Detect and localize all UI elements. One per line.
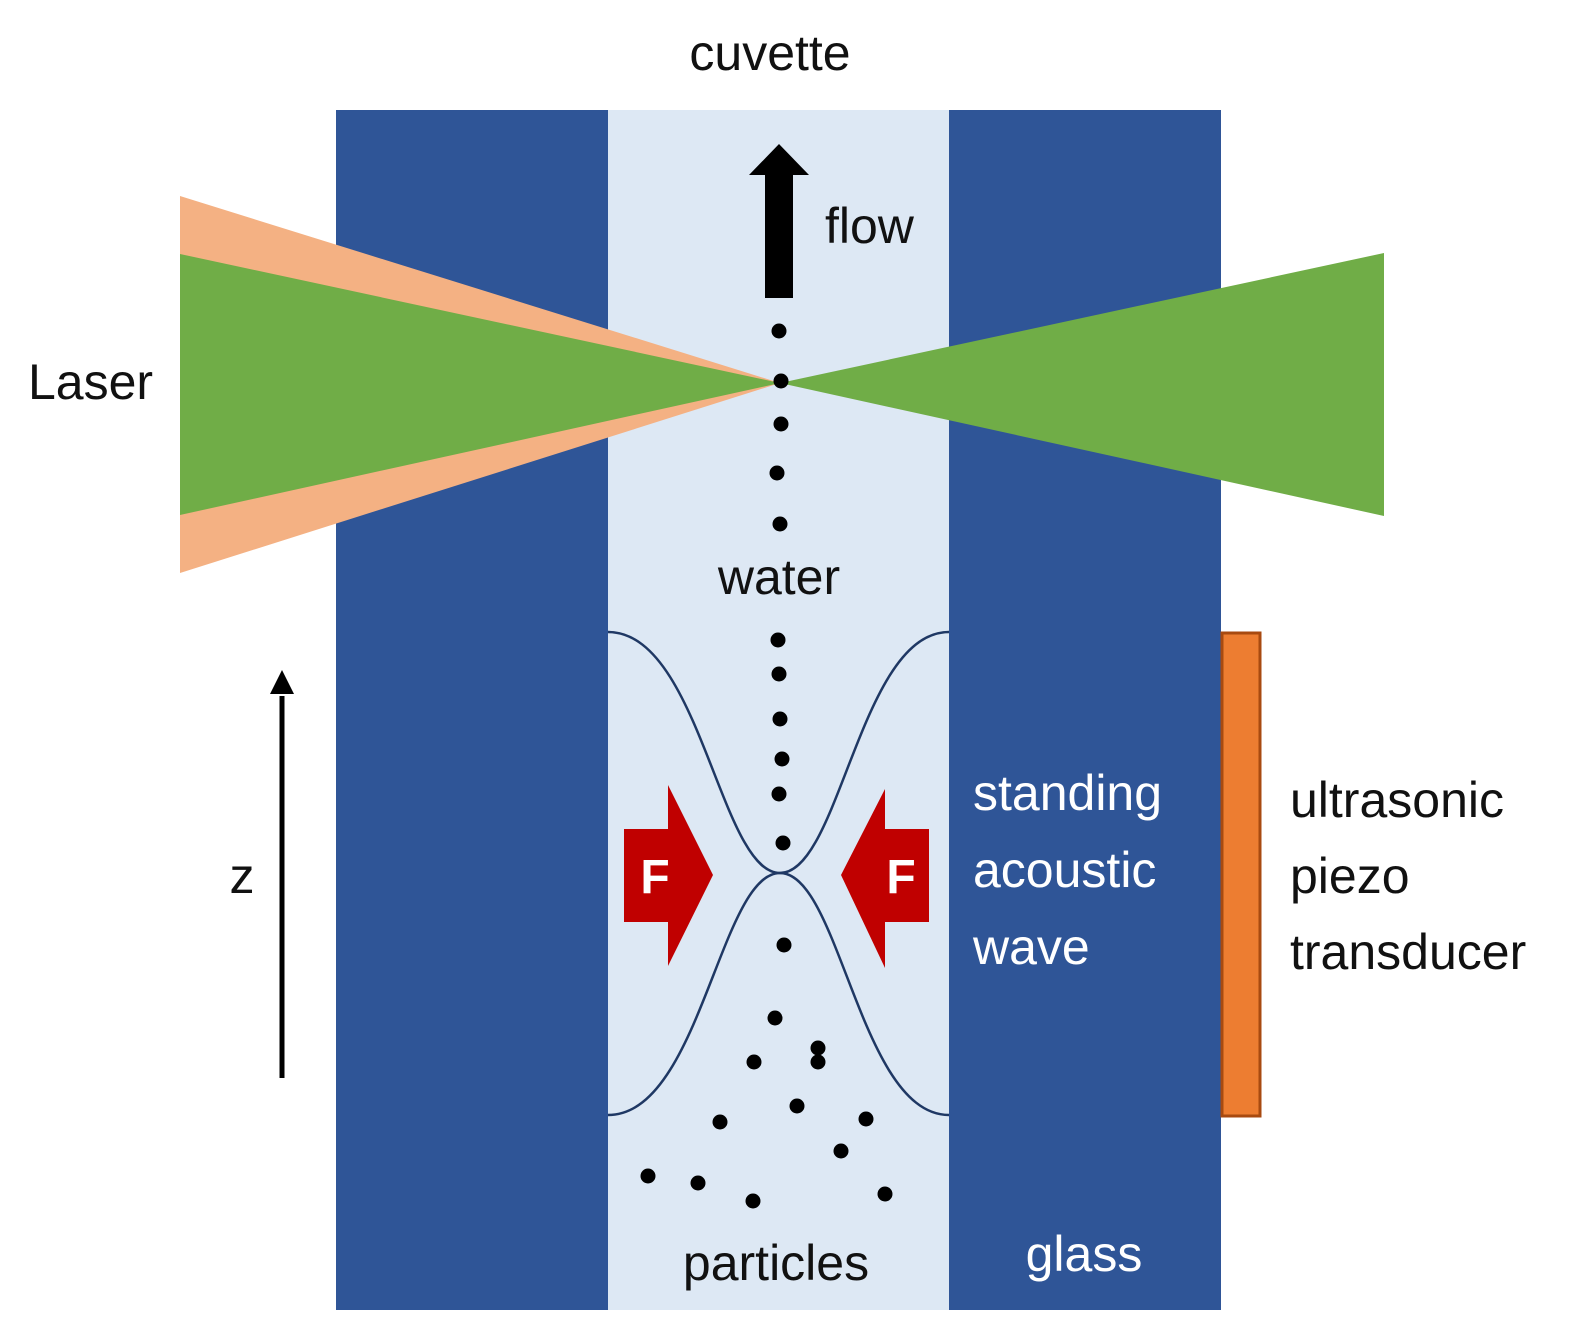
water-channel — [608, 110, 949, 1310]
particles-label: particles — [683, 1235, 869, 1291]
particle — [769, 465, 785, 481]
force-label-right: F — [886, 851, 915, 904]
force-label-left: F — [640, 851, 669, 904]
particle — [775, 835, 791, 851]
particle — [772, 516, 788, 532]
force-arrow-left — [624, 785, 713, 966]
water-label: water — [717, 549, 840, 605]
wave-label-line2: acoustic — [973, 842, 1156, 898]
particle — [810, 1040, 826, 1056]
flow-label: flow — [825, 198, 915, 254]
particle — [767, 1010, 783, 1026]
particle — [858, 1111, 874, 1127]
particle — [770, 632, 786, 648]
particle — [810, 1054, 826, 1070]
transducer-label-line1: ultrasonic — [1290, 772, 1504, 828]
particle — [745, 1193, 761, 1209]
particle — [640, 1168, 656, 1184]
transducer-label-line3: transducer — [1290, 924, 1526, 980]
particle — [771, 323, 787, 339]
particle — [877, 1186, 893, 1202]
particle — [690, 1175, 706, 1191]
particle — [789, 1098, 805, 1114]
piezo-transducer — [1220, 631, 1262, 1118]
particle — [771, 666, 787, 682]
z-axis-arrowhead — [270, 670, 294, 694]
particle — [774, 751, 790, 767]
particle — [771, 786, 787, 802]
standing-wave-curve-b — [607, 630, 950, 1117]
particle — [772, 711, 788, 727]
laser-beam-incoming-cone — [180, 254, 780, 515]
particles-group — [640, 323, 893, 1209]
glass-label: glass — [1026, 1226, 1143, 1282]
particle — [776, 937, 792, 953]
wave-label-line3: wave — [972, 919, 1090, 975]
laser-label: Laser — [28, 354, 153, 410]
cuvette-label: cuvette — [689, 25, 850, 81]
flow-arrow — [749, 144, 809, 298]
wave-label-line1: standing — [973, 765, 1162, 821]
laser-beam-outgoing-cone — [780, 253, 1384, 516]
particle — [773, 373, 789, 389]
particle — [833, 1143, 849, 1159]
transducer-label-line2: piezo — [1290, 848, 1410, 904]
particle — [746, 1054, 762, 1070]
particle — [712, 1114, 728, 1130]
force-arrow-right — [841, 789, 929, 968]
z-axis-label: z — [230, 848, 255, 904]
particle — [773, 416, 789, 432]
glass-wall-right — [949, 110, 1221, 1310]
